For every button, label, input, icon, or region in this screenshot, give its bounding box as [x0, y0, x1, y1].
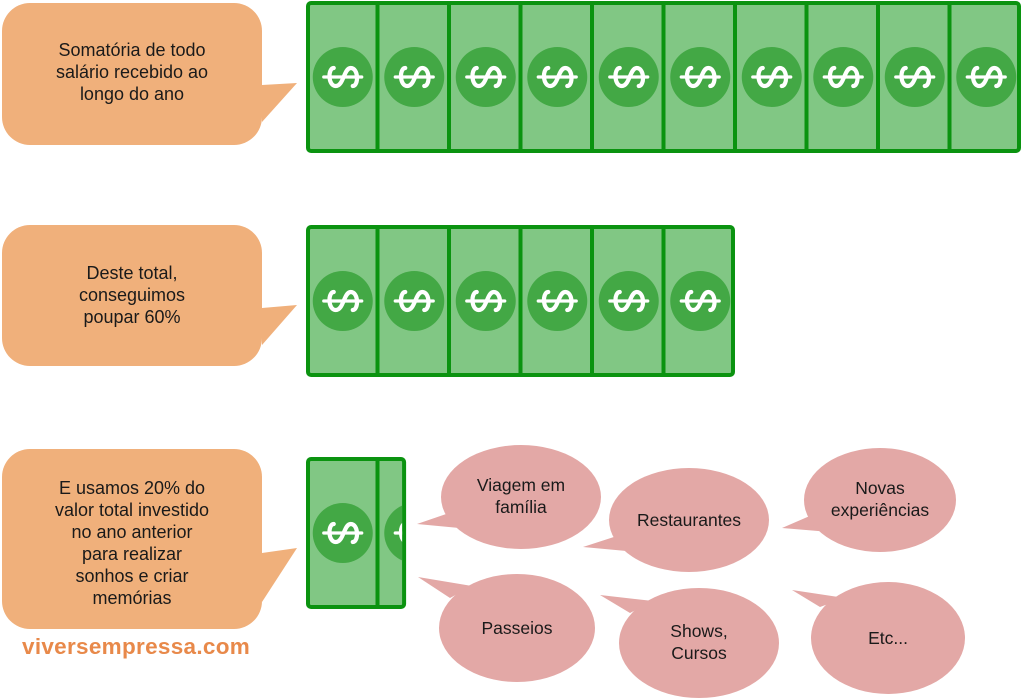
- bill-row-savings: [306, 225, 735, 377]
- dollar-glyph: [393, 65, 435, 89]
- bubble-body: [439, 574, 595, 682]
- dream-bubble-restaurantes: [583, 468, 769, 572]
- dollar-glyph: [322, 521, 364, 545]
- dollar-glyph: [679, 289, 721, 313]
- dollar-bill-icon: [947, 5, 1017, 149]
- bubble-body: [619, 588, 779, 698]
- callout-dreams: [2, 449, 297, 629]
- dollar-glyph: [608, 289, 650, 313]
- callout-box: [2, 449, 262, 629]
- dollar-bill-icon: [590, 5, 659, 149]
- dollar-glyph: [393, 521, 403, 545]
- callout-salary: [2, 3, 297, 145]
- coin-circle: [384, 505, 403, 561]
- dollar-sign-icon: [598, 47, 659, 107]
- callout-savings: [2, 225, 297, 366]
- dollar-bill-icon: [733, 5, 802, 149]
- callout-box: [2, 225, 262, 366]
- dream-bubble-shows: [600, 588, 779, 698]
- callouts: [2, 3, 297, 629]
- callout-box: [2, 3, 262, 145]
- dollar-sign-icon: [527, 271, 588, 331]
- dollar-sign-icon: [956, 47, 1017, 107]
- dollar-sign-icon: [455, 271, 516, 331]
- callout-tail: [262, 83, 297, 122]
- dollar-sign-icon: [312, 47, 373, 107]
- dollar-bill-icon: [447, 229, 516, 373]
- bill-row-dreams: [306, 457, 407, 609]
- dream-bubble-viagem: [417, 445, 601, 549]
- dollar-sign-icon: [527, 47, 588, 107]
- dream-bubble-novas: [782, 448, 956, 552]
- dollar-glyph: [465, 65, 507, 89]
- bill-rows: [306, 1, 1021, 609]
- dollar-bill-icon: [312, 271, 373, 331]
- callout-tail: [262, 305, 297, 345]
- dollar-glyph: [608, 65, 650, 89]
- dollar-sign-icon: [384, 505, 403, 561]
- dollar-glyph: [894, 65, 936, 89]
- dream-bubble-passeios: [418, 574, 595, 682]
- dollar-bill-icon: [876, 5, 945, 149]
- dollar-bill-icon: [661, 229, 731, 373]
- dollar-sign-icon: [598, 271, 659, 331]
- dollar-bill-icon: [518, 5, 588, 149]
- bubble-body: [804, 448, 956, 552]
- bubble-body: [441, 445, 601, 549]
- dream-bubble-etc: [792, 582, 965, 694]
- dollar-sign-icon: [813, 47, 874, 107]
- dollar-sign-icon: [670, 47, 731, 107]
- dollar-bill-icon: [375, 229, 445, 373]
- bubble-tail: [600, 595, 653, 613]
- dollar-bill-icon: [447, 5, 516, 149]
- dollar-glyph: [536, 289, 578, 313]
- dollar-bill-icon: [312, 47, 373, 107]
- watermark-site: viversempressa.com: [22, 634, 251, 659]
- dollar-sign-icon: [741, 47, 802, 107]
- dollar-sign-icon: [670, 271, 731, 331]
- dollar-sign-icon: [312, 271, 373, 331]
- bubble-body: [609, 468, 769, 572]
- dollar-bill-icon: [590, 229, 659, 373]
- callout-tail: [262, 548, 297, 602]
- dollar-glyph: [751, 65, 793, 89]
- dollar-glyph: [393, 289, 435, 313]
- dollar-bill-icon: [518, 229, 588, 373]
- dream-bubbles: [417, 445, 965, 698]
- dollar-sign-icon: [312, 503, 373, 563]
- dollar-sign-icon: [884, 47, 945, 107]
- bubble-body: [811, 582, 965, 694]
- dollar-glyph: [965, 65, 1007, 89]
- dollar-glyph: [536, 65, 578, 89]
- dollar-bill-icon: [312, 503, 373, 563]
- dollar-sign-icon: [384, 271, 445, 331]
- dollar-bill-icon: [661, 5, 731, 149]
- bill-row-salary: [306, 1, 1021, 153]
- dollar-glyph: [465, 289, 507, 313]
- dollar-bill-icon: [375, 5, 445, 149]
- dollar-glyph: [679, 65, 721, 89]
- dollar-glyph: [322, 289, 364, 313]
- dollar-sign-icon: [384, 47, 445, 107]
- dollar-glyph: [822, 65, 864, 89]
- dollar-bill-icon: [804, 5, 874, 149]
- dollar-glyph: [322, 65, 364, 89]
- dollar-sign-icon: [455, 47, 516, 107]
- dollar-bill-icon: [375, 461, 403, 605]
